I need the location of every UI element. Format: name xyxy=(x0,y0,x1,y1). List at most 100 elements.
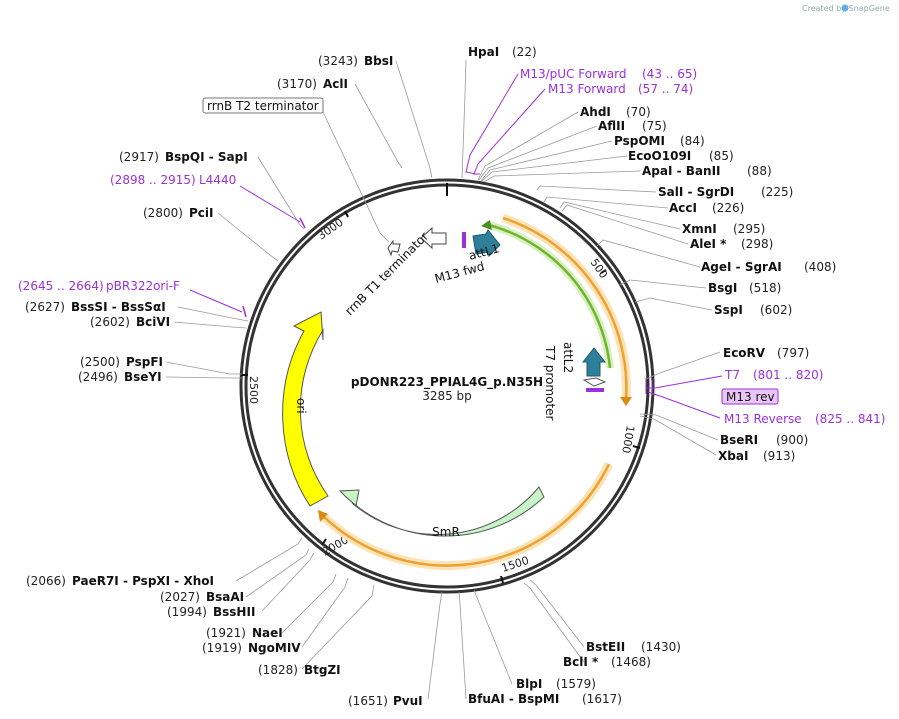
site-acli[interactable]: (3170) AclI xyxy=(277,77,348,91)
svg-text:T7: T7 xyxy=(724,368,740,382)
svg-text:(1430): (1430) xyxy=(641,640,681,654)
svg-text:ApaI - BanII: ApaI - BanII xyxy=(642,164,721,178)
t7-promoter-arrow[interactable] xyxy=(582,377,607,387)
site-bsgi[interactable]: BsgI (518) xyxy=(708,281,781,295)
green-arc xyxy=(484,222,612,369)
site-bfuai-bspmi[interactable]: BfuAI - BspMI (1617) xyxy=(468,692,622,706)
feature-m13rev-box[interactable]: M13 rev xyxy=(721,388,779,405)
site-bsshii[interactable]: (1994) BssHII xyxy=(167,605,255,619)
svg-text:(801 .. 820): (801 .. 820) xyxy=(753,368,823,382)
svg-text:(43 .. 65): (43 .. 65) xyxy=(642,67,697,81)
backbone-outer xyxy=(239,178,655,594)
svg-text:(1617): (1617) xyxy=(582,692,622,706)
ori-label: ori xyxy=(294,398,308,414)
site-xmni[interactable]: XmnI (295) xyxy=(682,222,765,236)
site-paer7i-pspxi-xhoi[interactable]: (2066) PaeR7I - PspXI - XhoI xyxy=(26,574,214,588)
svg-text:BsaAI: BsaAI xyxy=(206,590,244,604)
site-agei-sgrai[interactable]: AgeI - SgrAI (408) xyxy=(701,260,836,274)
svg-text:(2800): (2800) xyxy=(143,206,183,220)
site-pcii[interactable]: (2800) PciI xyxy=(143,206,214,220)
ori-feature[interactable] xyxy=(282,311,329,507)
site-naei[interactable]: (1921) NaeI xyxy=(206,626,283,640)
site-ecorv[interactable]: EcoRV (797) xyxy=(723,346,809,360)
site-ecoo109i[interactable]: EcoO109I (85) xyxy=(628,149,734,163)
svg-text:(226): (226) xyxy=(712,201,744,215)
site-bseyi[interactable]: (2496) BseYI xyxy=(78,370,162,384)
site-blpi[interactable]: BlpI (1579) xyxy=(516,677,596,691)
svg-text:(298): (298) xyxy=(741,237,773,251)
svg-text:(913): (913) xyxy=(763,449,795,463)
primer-pbr322ori-f[interactable]: (2645 .. 2664) pBR322ori-F xyxy=(18,279,180,293)
site-apai-banii[interactable]: ApaI - BanII (88) xyxy=(642,164,772,178)
rrnbt2-small-arrow[interactable] xyxy=(387,239,401,257)
attl2-arrow[interactable] xyxy=(581,347,607,377)
svg-text:(2898 .. 2915): (2898 .. 2915) xyxy=(110,173,196,187)
svg-text:BseRI: BseRI xyxy=(720,433,758,447)
svg-text:(1579): (1579) xyxy=(556,677,596,691)
site-aflii[interactable]: AflII (75) xyxy=(598,119,667,133)
tick-2500: 2500 xyxy=(247,376,260,404)
site-bsaai[interactable]: (2027) BsaAI xyxy=(160,590,244,604)
site-bsteii[interactable]: BstEII (1430) xyxy=(586,640,681,654)
position-ticks: 500 1000 1500 2000 2500 3000 xyxy=(241,210,641,584)
attl1-arrow[interactable] xyxy=(472,229,501,258)
feature-rrnbt2-box[interactable]: rrnB T2 terminator xyxy=(202,97,324,114)
svg-text:(1651): (1651) xyxy=(348,694,388,708)
svg-text:SspI: SspI xyxy=(714,303,743,317)
site-pspomi[interactable]: PspOMI (84) xyxy=(614,134,705,148)
svg-text:(900): (900) xyxy=(776,433,808,447)
svg-text:(85): (85) xyxy=(709,149,734,163)
svg-text:(1919): (1919) xyxy=(202,641,242,655)
site-acci[interactable]: AccI (226) xyxy=(669,201,744,215)
site-leader-lines xyxy=(165,59,721,700)
svg-text:BspQI - SapI: BspQI - SapI xyxy=(165,150,248,164)
site-xbai[interactable]: XbaI (913) xyxy=(718,449,795,463)
site-pvui[interactable]: (1651) PvuI xyxy=(348,694,423,708)
svg-text:BciVI: BciVI xyxy=(136,315,170,329)
svg-text:BlpI: BlpI xyxy=(516,677,542,691)
site-bspqi-sapi[interactable]: (2917) BspQI - SapI xyxy=(119,150,248,164)
site-btgzi[interactable]: (1828) BtgZI xyxy=(258,663,341,677)
site-ahdi[interactable]: AhdI (70) xyxy=(580,105,651,119)
svg-text:PspFI: PspFI xyxy=(126,355,163,369)
t7-promoter-label: T7 promoter xyxy=(543,345,557,421)
svg-text:BclI *: BclI * xyxy=(563,655,599,669)
site-sspi[interactable]: SspI (602) xyxy=(714,303,792,317)
orange-arc-bottom-halo xyxy=(319,462,614,570)
smr-feature[interactable] xyxy=(338,486,545,537)
svg-text:(70): (70) xyxy=(626,105,651,119)
primer-m13-reverse[interactable]: M13 Reverse (825 .. 841) xyxy=(724,412,885,426)
site-pspfi[interactable]: (2500) PspFI xyxy=(80,355,163,369)
site-sali-sgrdi[interactable]: SalI - SgrDI (225) xyxy=(658,185,793,199)
site-ngomiv[interactable]: (1919) NgoMIV xyxy=(202,641,301,655)
svg-text:(1468): (1468) xyxy=(611,655,651,669)
svg-text:(295): (295) xyxy=(733,222,765,236)
primer-l4440[interactable]: (2898 .. 2915) L4440 xyxy=(110,173,236,187)
site-alei[interactable]: AleI * (298) xyxy=(690,237,773,251)
rrnbt1-arrow[interactable] xyxy=(420,226,447,250)
svg-text:BseYI: BseYI xyxy=(124,370,162,384)
tick-1000: 1000 xyxy=(619,424,637,454)
svg-text:(2602): (2602) xyxy=(90,315,130,329)
site-bsssi-bsssai[interactable]: (2627) BssSI - BssSαI xyxy=(25,300,166,314)
svg-text:AleI *: AleI * xyxy=(690,237,727,251)
svg-text:(1994): (1994) xyxy=(167,605,207,619)
svg-text:PspOMI: PspOMI xyxy=(614,134,665,148)
site-bseri[interactable]: BseRI (900) xyxy=(720,433,808,447)
primer-m13puc-forward[interactable]: M13/pUC Forward (43 .. 65) xyxy=(520,67,697,81)
site-bbsi[interactable]: (3243) BbsI xyxy=(318,54,393,68)
site-hpai[interactable]: HpaI (22) xyxy=(468,45,537,59)
m13rev-marker xyxy=(586,388,604,392)
primer-t7[interactable]: T7 (801 .. 820) xyxy=(724,368,823,382)
site-bcli[interactable]: BclI * (1468) xyxy=(563,655,651,669)
svg-text:(2917): (2917) xyxy=(119,150,159,164)
svg-text:AclI: AclI xyxy=(323,77,348,91)
svg-text:(3243): (3243) xyxy=(318,54,358,68)
svg-text:HpaI: HpaI xyxy=(468,45,499,59)
site-bcivi[interactable]: (2602) BciVI xyxy=(90,315,170,329)
primer-m13-forward[interactable]: M13 Forward (57 .. 74) xyxy=(548,82,693,96)
svg-text:(408): (408) xyxy=(804,260,836,274)
svg-text:NaeI: NaeI xyxy=(252,626,283,640)
svg-text:BsgI: BsgI xyxy=(708,281,737,295)
